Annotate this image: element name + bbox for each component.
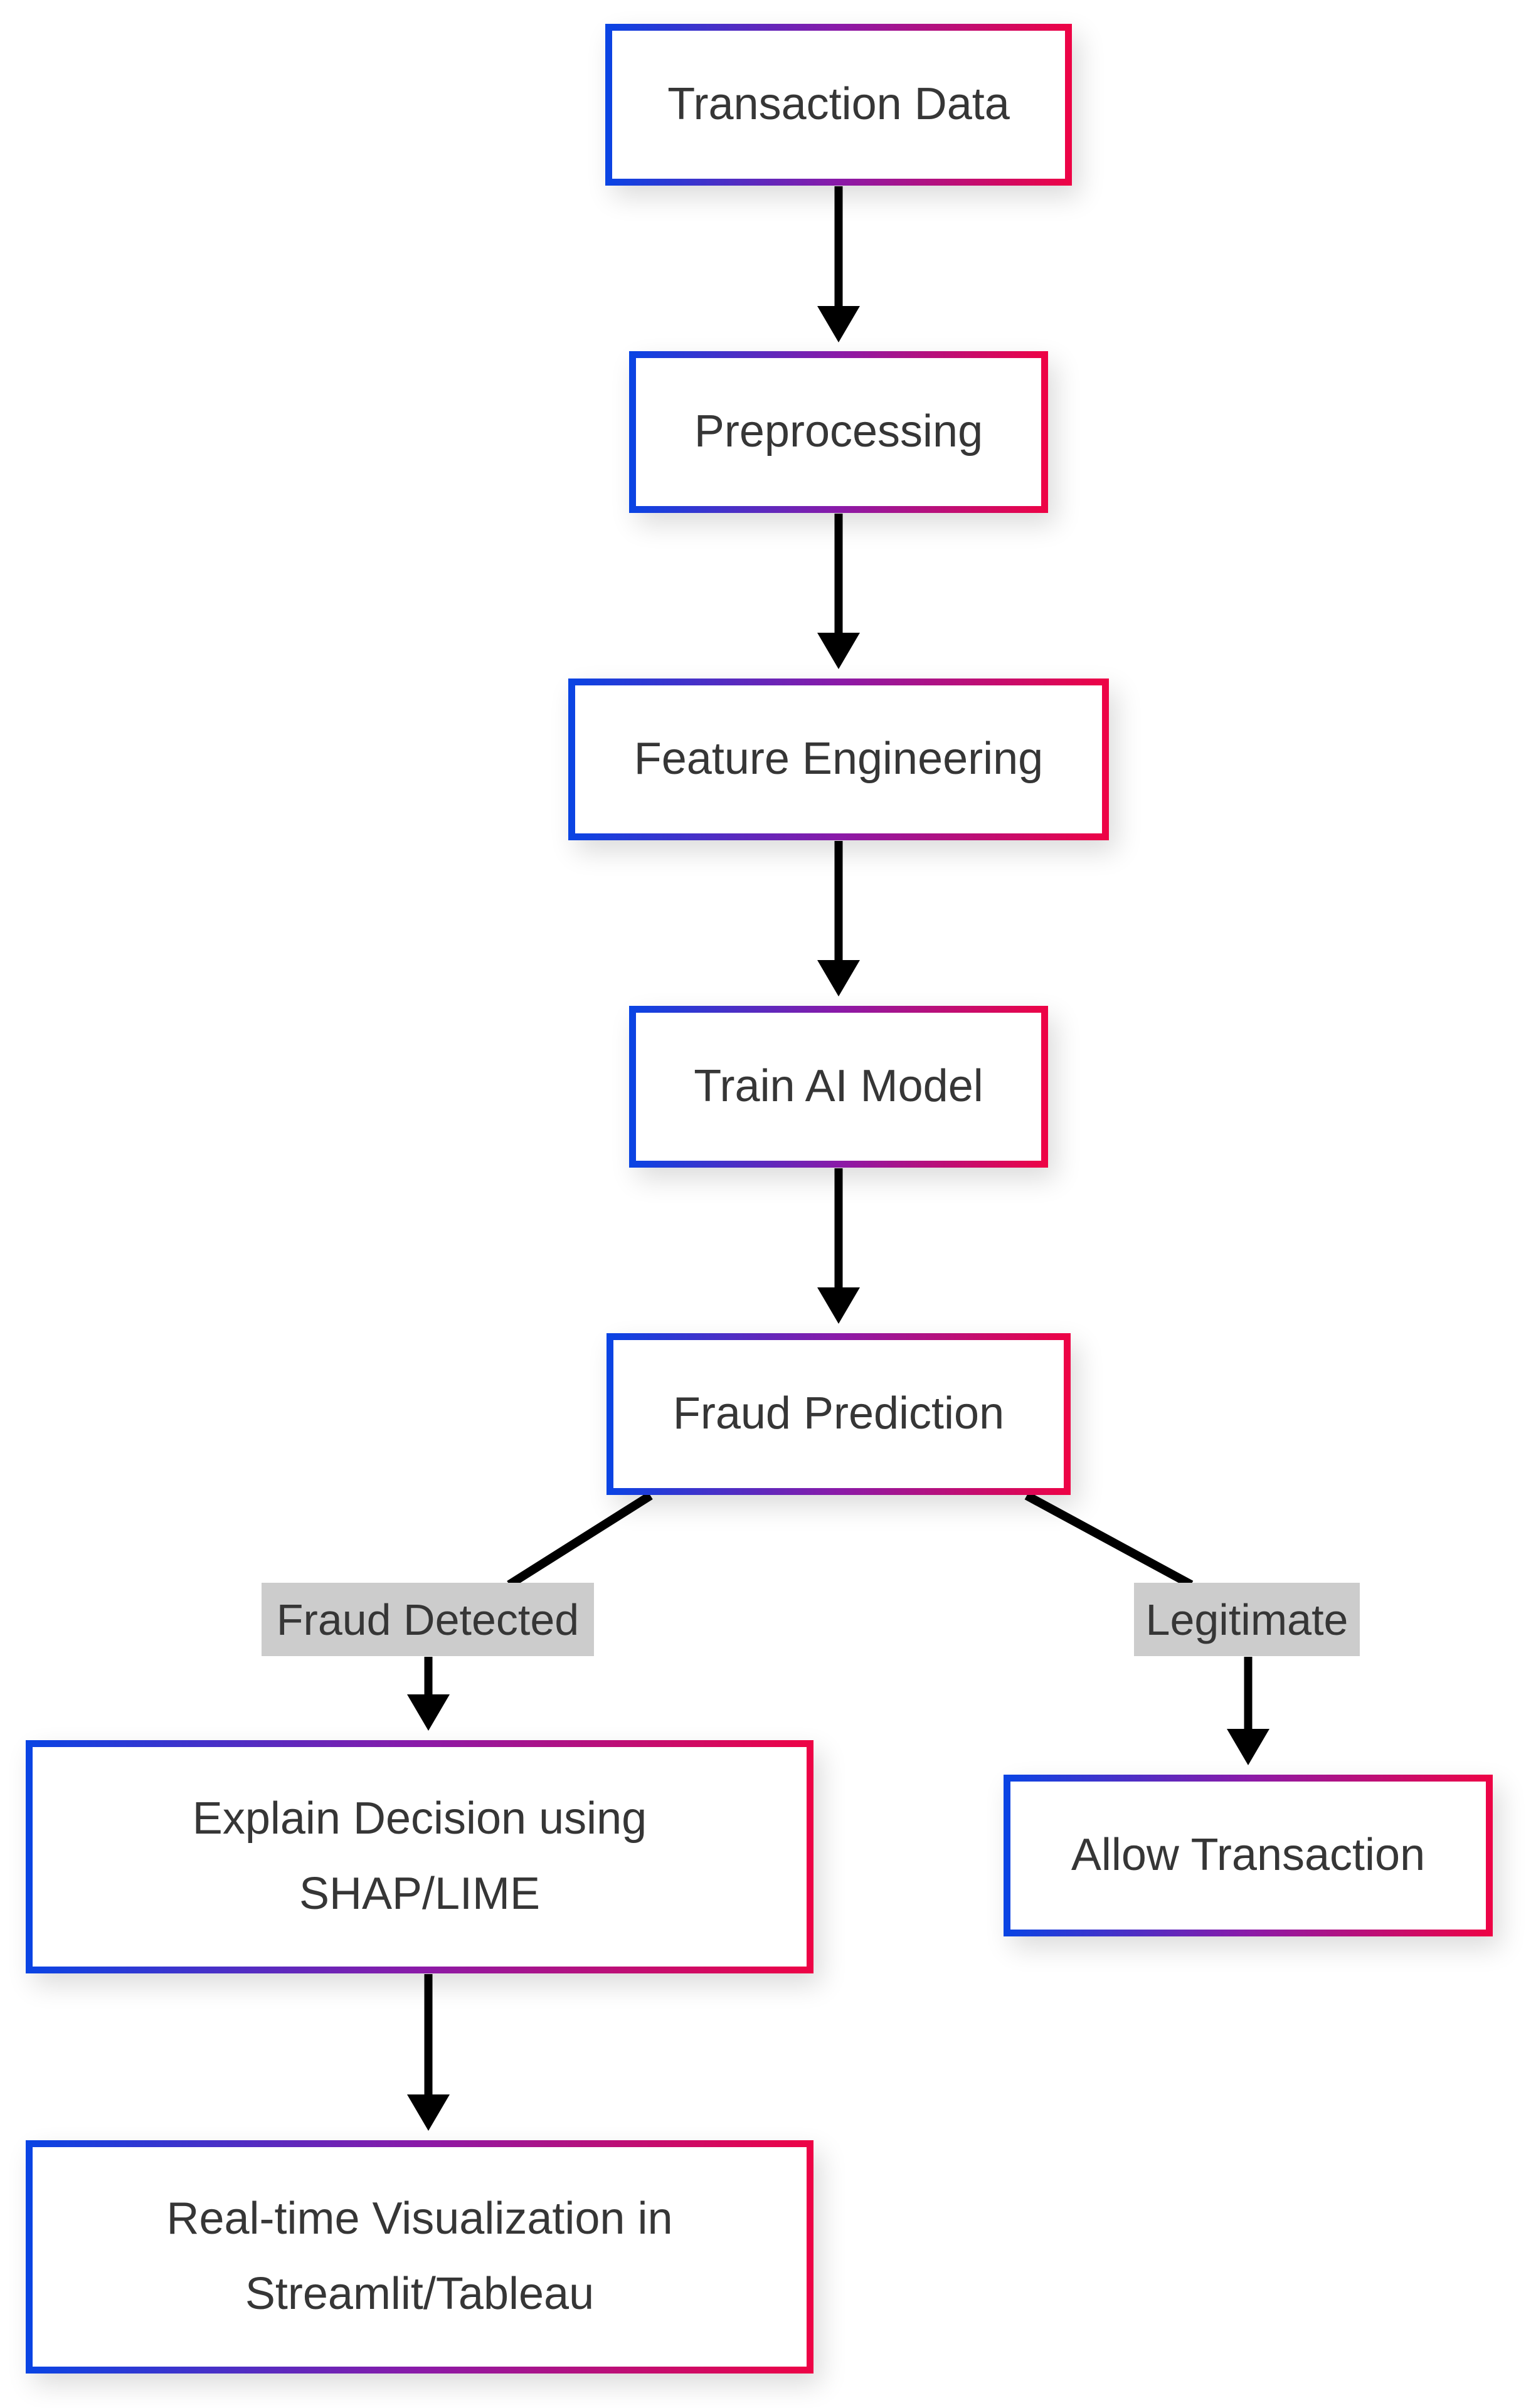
edge-explain-to-realtime-arrow xyxy=(407,1974,450,2131)
node-explain-decision: Explain Decision using SHAP/LIME xyxy=(26,1740,813,1973)
edge-preprocessing-to-feature-arrow xyxy=(817,514,860,669)
edge-feature-to-train-arrow xyxy=(817,841,860,996)
node-transaction-data: Transaction Data xyxy=(605,24,1072,186)
node-train-ai-model-label: Train AI Model xyxy=(694,1061,983,1112)
node-realtime-visualization-label-line2: Streamlit/Tableau xyxy=(245,2269,595,2319)
node-feature-engineering: Feature Engineering xyxy=(568,679,1109,840)
node-fraud-prediction-label: Fraud Prediction xyxy=(672,1388,1005,1439)
node-preprocessing: Preprocessing xyxy=(629,351,1048,513)
node-realtime-visualization-label-line1: Real-time Visualization in xyxy=(166,2194,673,2244)
node-explain-decision-label-line1: Explain Decision using xyxy=(192,1793,647,1844)
edge-fraudprediction-to-legitimate-line xyxy=(1024,1491,1194,1589)
node-explain-decision-label-line2: SHAP/LIME xyxy=(299,1869,541,1919)
edge-train-to-fraudprediction-arrow xyxy=(817,1168,860,1324)
node-fraud-prediction: Fraud Prediction xyxy=(607,1333,1071,1495)
node-realtime-visualization: Real-time Visualization in Streamlit/Tab… xyxy=(26,2140,813,2374)
edge-label-fraud-detected: Fraud Detected xyxy=(262,1583,594,1656)
edge-fraudprediction-to-frauddetected-line xyxy=(507,1492,653,1588)
node-preprocessing-label: Preprocessing xyxy=(694,406,983,457)
edge-frauddetected-to-explain-arrow xyxy=(407,1657,450,1731)
node-train-ai-model: Train AI Model xyxy=(629,1006,1048,1168)
edge-transaction-to-preprocessing-arrow xyxy=(817,186,860,342)
node-allow-transaction-label: Allow Transaction xyxy=(1071,1830,1426,1881)
edge-label-legitimate: Legitimate xyxy=(1134,1583,1360,1656)
edge-legitimate-to-allow-arrow xyxy=(1227,1657,1269,1765)
node-allow-transaction: Allow Transaction xyxy=(1004,1775,1493,1936)
node-feature-engineering-label: Feature Engineering xyxy=(633,734,1044,784)
node-transaction-data-label: Transaction Data xyxy=(667,79,1010,130)
